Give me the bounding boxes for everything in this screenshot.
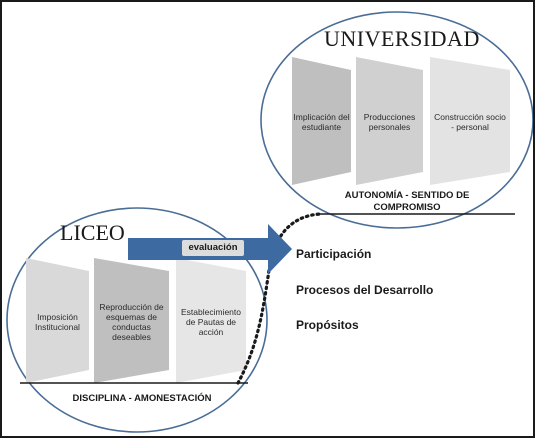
universidad-box-3-label: Construcción socio - personal bbox=[434, 112, 506, 132]
liceo-box-1 bbox=[26, 258, 89, 383]
right-item-propositos: Propósitos bbox=[296, 318, 359, 332]
universidad-box-1 bbox=[292, 57, 351, 185]
liceo-box-3 bbox=[176, 258, 246, 383]
universidad-caption: AUTONOMÍA - SENTIDO DE COMPROMISO bbox=[344, 190, 470, 213]
universidad-ellipse bbox=[260, 11, 533, 229]
universidad-title: UNIVERSIDAD bbox=[324, 26, 480, 51]
liceo-caption: DISCIPLINA - AMONESTACIÓN bbox=[72, 393, 212, 404]
evaluacion-label-box bbox=[182, 240, 244, 256]
universidad-box-3 bbox=[430, 57, 510, 185]
universidad-box-2 bbox=[356, 57, 423, 185]
liceo-title: LICEO bbox=[60, 220, 125, 245]
evaluacion-label: evaluación bbox=[188, 242, 238, 253]
liceo-box-2 bbox=[94, 258, 169, 383]
liceo-box-2-label: Reproducción de esquemas de conductas de… bbox=[99, 302, 164, 342]
right-item-participacion: Participación bbox=[296, 247, 372, 261]
liceo-ellipse bbox=[6, 207, 268, 433]
liceo-box-3-label: Establecimiento de Pautas de acción bbox=[180, 307, 241, 337]
right-item-procesos: Procesos del Desarrollo bbox=[296, 283, 434, 297]
universidad-box-1-label: Implicación del estudiante bbox=[293, 112, 350, 132]
liceo-box-1-label: Imposición Institucional bbox=[35, 312, 80, 332]
universidad-box-2-label: Producciones personales bbox=[363, 112, 416, 132]
